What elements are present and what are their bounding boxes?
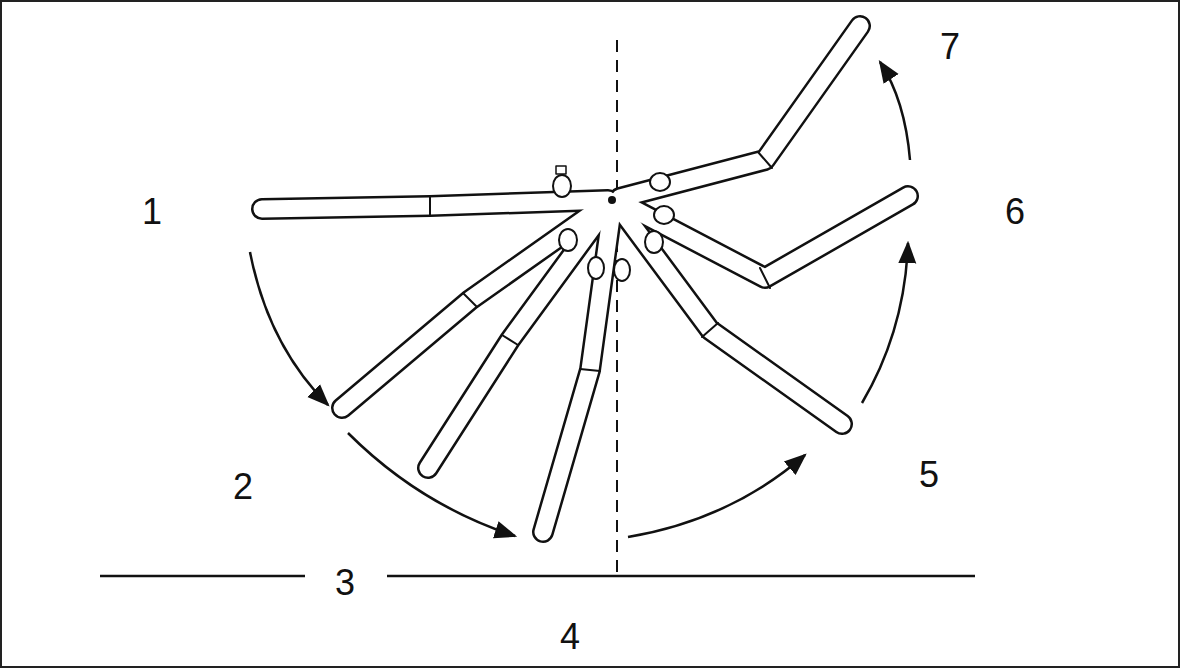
gymnast-figures <box>262 26 908 532</box>
ground-line <box>387 575 975 578</box>
callout-number: 2 <box>233 469 253 505</box>
callout-number: 6 <box>1005 194 1025 230</box>
callout-number: 4 <box>560 619 580 655</box>
motion-arrows <box>250 62 910 537</box>
callout-number: 5 <box>919 457 939 493</box>
ground-line <box>100 575 305 578</box>
callout-number: 1 <box>142 194 162 230</box>
callout-number: 3 <box>335 565 355 601</box>
vertical-axis <box>616 40 618 574</box>
callout-number: 7 <box>940 29 960 65</box>
